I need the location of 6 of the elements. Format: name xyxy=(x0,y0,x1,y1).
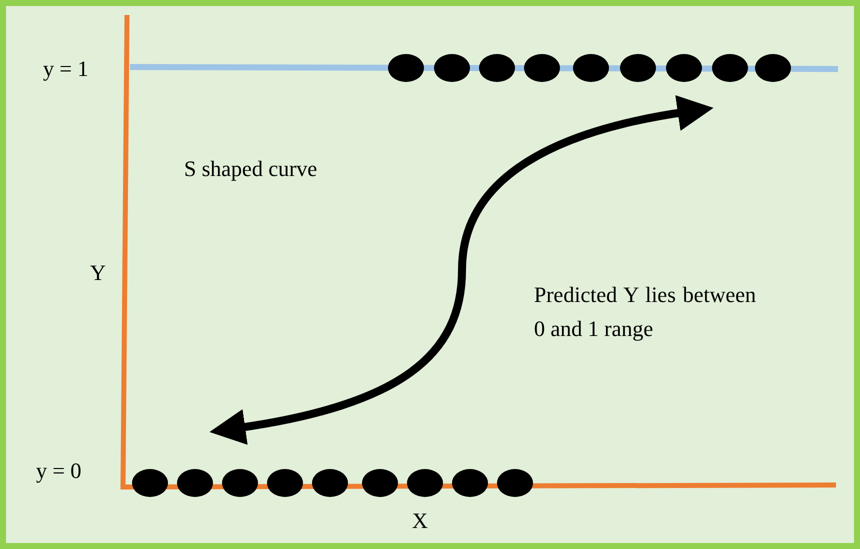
axis-label: Y xyxy=(90,259,106,287)
axis-label: S shaped curve xyxy=(184,155,318,183)
axis-label: y = 1 xyxy=(43,55,88,83)
axis-label: y = 0 xyxy=(36,457,82,485)
axis-label: X xyxy=(412,507,428,535)
axis-label: Predicted Y lies between 0 and 1 range xyxy=(534,281,756,343)
